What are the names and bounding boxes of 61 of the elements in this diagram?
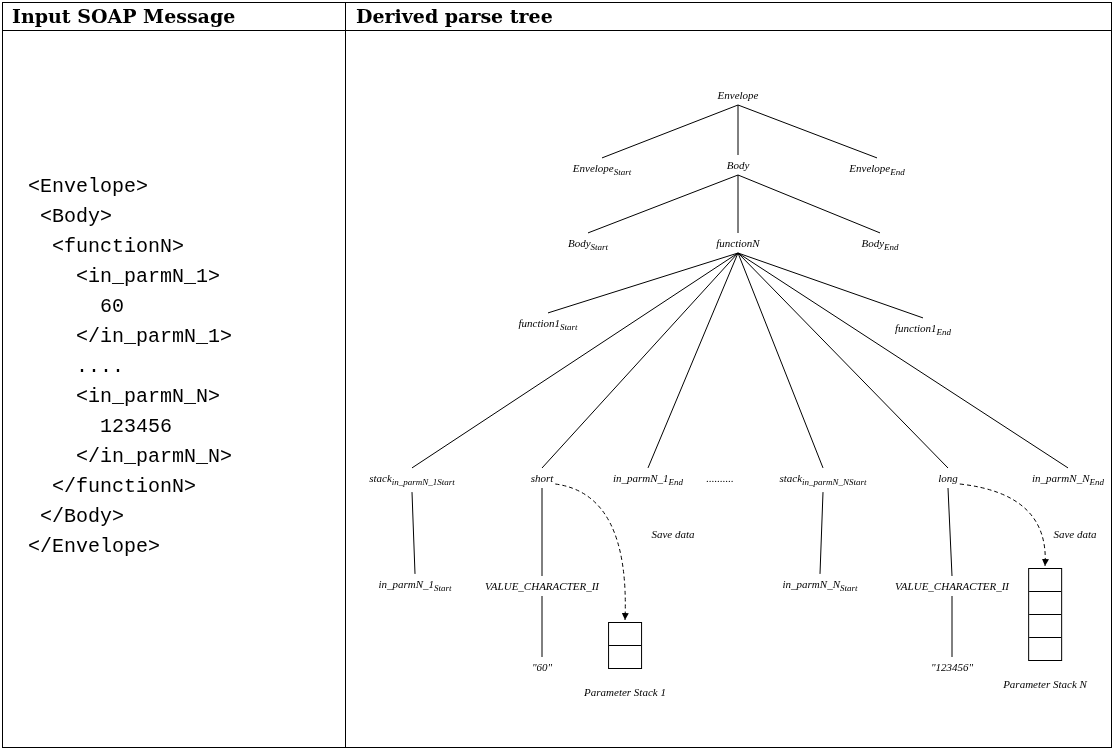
stack-label: Parameter Stack N	[1003, 677, 1087, 691]
tree-branch	[647, 252, 739, 469]
tree-node-label: Envelope$_{Start}$	[572, 160, 632, 180]
tree-branch	[737, 104, 739, 156]
tree-branch	[737, 252, 1069, 469]
code-line: <functionN>	[52, 235, 185, 259]
tree-branch	[737, 252, 949, 469]
tree-node-label: Body$_{End}$	[861, 235, 899, 255]
code-line: </in_parmN_N>	[76, 445, 233, 469]
tree-branch	[411, 491, 416, 575]
tree-branch	[547, 252, 739, 314]
tree-node-label: in_parmN_1$_{End}$	[612, 470, 684, 490]
tree-node-label: function1$_{Start}$	[518, 315, 578, 335]
tree-branch	[737, 104, 878, 159]
code-line: ....	[76, 355, 124, 379]
tree-branch	[737, 174, 739, 234]
code-line: </in_parmN_1>	[76, 325, 233, 349]
tree-branch	[541, 252, 739, 469]
column-header: Derived parse tree	[356, 5, 553, 27]
tree-node-label: VALUE_CHARACTER_II	[894, 579, 1010, 593]
tree-node-label: Envelope	[717, 88, 759, 102]
edge-label: Save data	[650, 528, 696, 540]
tree-node-label: short	[530, 471, 554, 485]
ellipsis-text: ..........	[706, 471, 734, 485]
tree-branch	[601, 104, 739, 159]
edge-label: Save data	[1052, 528, 1098, 540]
code-line: </functionN>	[52, 475, 197, 499]
tree-node-label: "123456"	[930, 660, 974, 674]
tree-branch	[819, 491, 824, 575]
tree-branch	[947, 487, 953, 577]
tree-branch	[411, 252, 739, 469]
code-line: </Body>	[40, 505, 124, 529]
code-line: <Envelope>	[28, 175, 149, 199]
tree-branch	[951, 595, 953, 658]
tree-branch	[737, 174, 881, 234]
code-line: <Body>	[40, 205, 112, 229]
stack-label: Parameter Stack 1	[584, 685, 666, 699]
code-line: 60	[100, 295, 124, 319]
tree-node-label: VALUE_CHARACTER_II	[484, 579, 600, 593]
column-header: Input SOAP Message	[12, 5, 236, 27]
tree-branch	[737, 252, 924, 319]
dashed-arrow	[959, 483, 1049, 567]
code-line: </Envelope>	[28, 535, 161, 559]
tree-node-label: "60"	[531, 660, 553, 674]
dashed-arrow	[554, 483, 629, 621]
tree-node-label: Envelope$_{End}$	[849, 160, 905, 180]
tree-node-label: Body	[726, 158, 750, 172]
tree-node-label: in_parmN_1$_{Start}$	[378, 576, 452, 596]
code-line: 123456	[100, 415, 172, 439]
tree-node-label: function1$_{End}$	[894, 320, 952, 340]
tree-node-label: long	[938, 471, 958, 485]
tree-branch	[541, 595, 543, 658]
code-line: <in_parmN_N>	[76, 385, 221, 409]
tree-branch	[587, 174, 739, 234]
tree-node-label: in_parmN_N$_{Start}$	[782, 576, 858, 596]
tree-node-label: in_parmN_N$_{End}$	[1032, 470, 1104, 490]
tree-node-label: Body$_{Start}$	[567, 235, 609, 255]
tree-node-label: functionN	[716, 236, 760, 250]
tree-branch	[541, 487, 543, 577]
tree-branch	[737, 252, 824, 469]
code-line: <in_parmN_1>	[76, 265, 221, 289]
